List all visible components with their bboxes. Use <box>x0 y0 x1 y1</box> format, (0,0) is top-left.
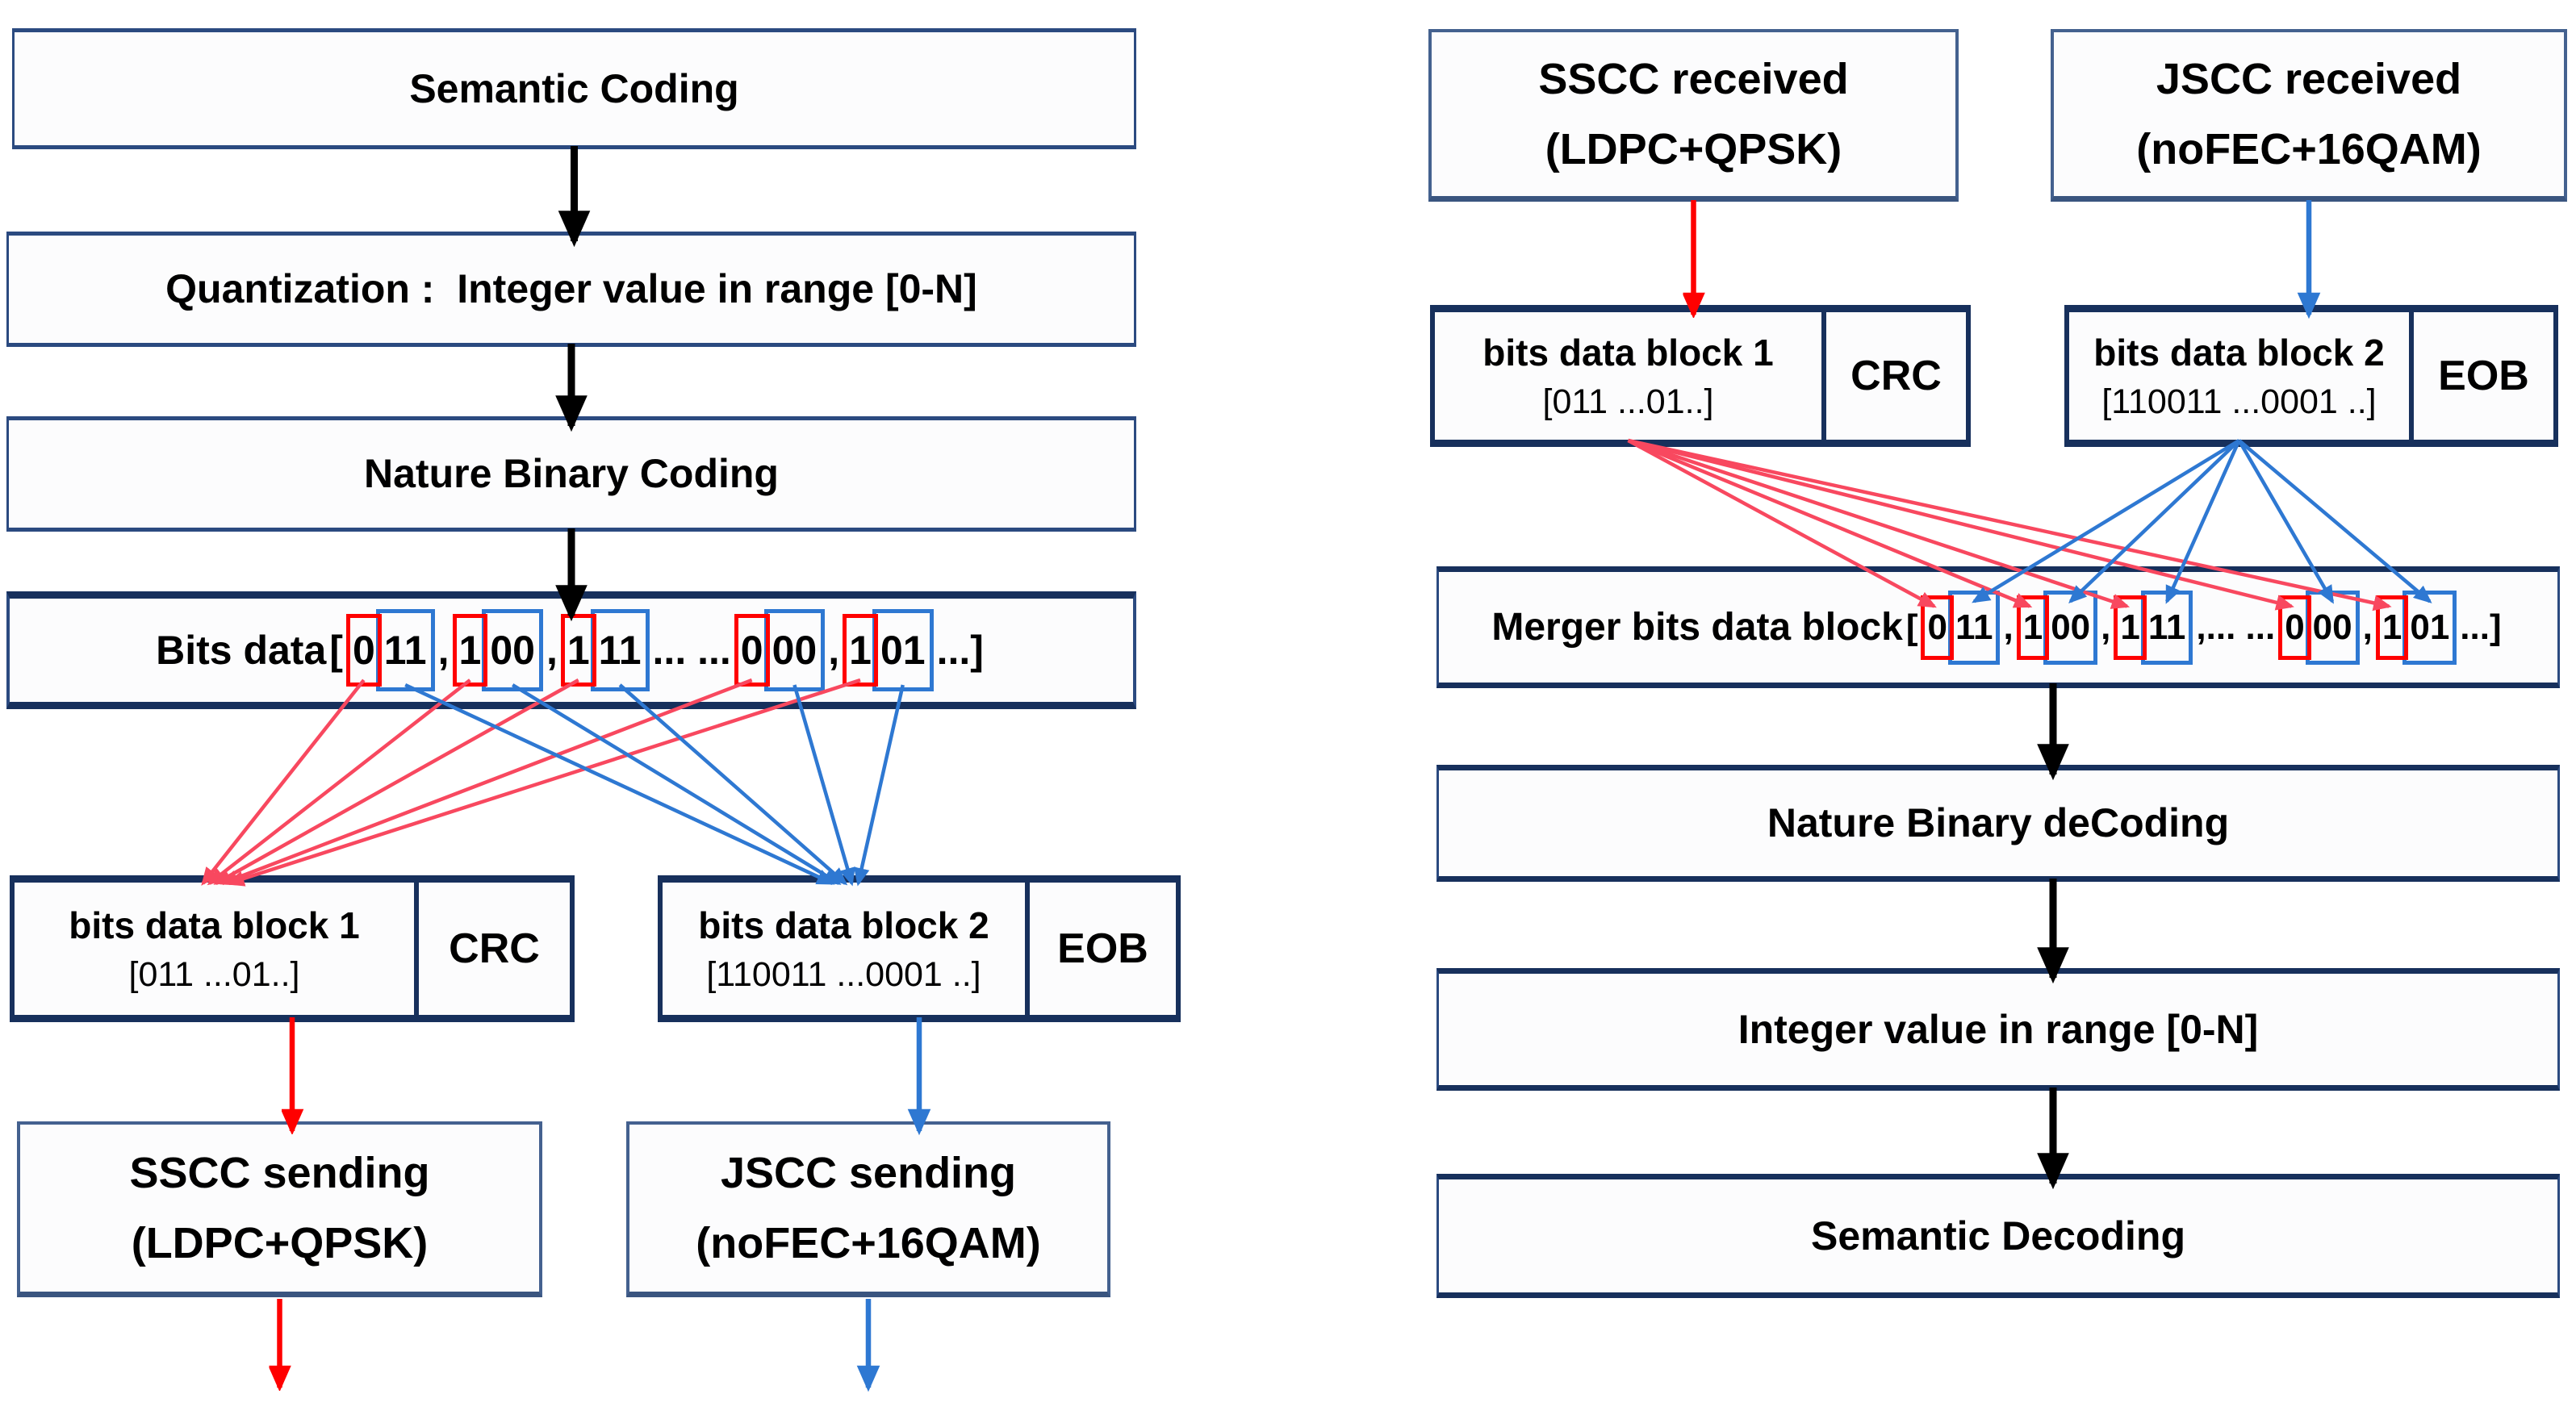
bit-msb-token: 0 <box>2278 595 2311 660</box>
integer-box: Integer value in range [0-N] <box>1436 968 2560 1091</box>
fan-line-blue <box>618 683 848 886</box>
enc-block2: bits data block 2 [110011 ...0001 ..] EO… <box>658 875 1181 1022</box>
bit-msb-token: 1 <box>2375 595 2409 660</box>
block-title: bits data block 1 <box>1482 332 1774 374</box>
semantic-coding-label: Semantic Coding <box>409 65 739 111</box>
fan-line-blue <box>511 683 842 885</box>
dec-block1-main: bits data block 1 [011 ...01..] <box>1435 312 1821 440</box>
block-bits: [110011 ...0001 ..] <box>2101 382 2377 421</box>
fan-line-blue <box>853 684 905 887</box>
jscc-sending-line2: (noFEC+16QAM) <box>696 1218 1041 1267</box>
sscc-sending-box: SSCC sending (LDPC+QPSK) <box>17 1121 542 1297</box>
sscc-received-line1: SSCC received <box>1538 55 1849 104</box>
jscc-sending-box: JSCC sending (noFEC+16QAM) <box>626 1121 1110 1297</box>
nature-binary-coding-label: Nature Binary Coding <box>364 451 779 497</box>
bit-rest-token: 01 <box>2402 590 2457 665</box>
semantic-decoding-label: Semantic Decoding <box>1811 1213 2185 1259</box>
nbd-box: Nature Binary deCoding <box>1436 765 2560 882</box>
quantization-box: Quantization : Integer value in range [0… <box>6 232 1136 347</box>
bit-rest-token: 11 <box>2140 590 2193 665</box>
fan-line-red <box>207 678 471 886</box>
dec-block2-main: bits data block 2 [110011 ...0001 ..] <box>2069 312 2409 440</box>
nbd-label: Nature Binary deCoding <box>1767 800 2230 846</box>
integer-label: Integer value in range [0-N] <box>1738 1006 2259 1052</box>
jscc-received-line1: JSCC received <box>2156 55 2462 104</box>
jscc-sending-line1: JSCC sending <box>720 1149 1017 1198</box>
open-bracket: [ <box>329 628 343 673</box>
bit-msb-token: 0 <box>1921 595 1954 660</box>
enc-block1-main: bits data block 1 [011 ...01..] <box>15 883 414 1015</box>
bit-rest-token: 11 <box>1947 590 2001 665</box>
eob-tag: EOB <box>2409 312 2553 440</box>
crc-tag: CRC <box>414 883 570 1015</box>
block-bits: [110011 ...0001 ..] <box>706 954 981 994</box>
nature-binary-coding-box: Nature Binary Coding <box>6 416 1136 532</box>
block-title: bits data block 1 <box>69 904 360 947</box>
bit-separator: ,... ... <box>2196 607 2276 647</box>
fan-line-blue <box>404 683 835 886</box>
jscc-received-line2: (noFEC+16QAM) <box>2136 124 2482 173</box>
close-bracket: ...] <box>2460 607 2502 647</box>
close-bracket: ...] <box>936 628 984 673</box>
quantization-label: Quantization : Integer value in range [0… <box>165 266 977 312</box>
bit-msb-token: 1 <box>843 614 878 687</box>
merger-label: Merger bits data block <box>1491 606 1903 649</box>
bit-separator: , <box>828 628 840 673</box>
bits-data-label: Bits data <box>156 628 327 673</box>
bit-msb-token: 1 <box>2016 595 2050 660</box>
bit-separator: , <box>437 628 450 673</box>
bit-rest-token: 11 <box>590 609 650 691</box>
semantic-coding-box: Semantic Coding <box>12 28 1136 149</box>
bit-rest-token: 00 <box>763 609 826 691</box>
crc-tag: CRC <box>1821 312 1966 440</box>
dec-block2: bits data block 2 [110011 ...0001 ..] EO… <box>2064 305 2558 447</box>
bit-msb-token: 1 <box>452 614 488 687</box>
block-bits: [011 ...01..] <box>128 954 300 994</box>
semantic-decoding-box: Semantic Decoding <box>1436 1174 2560 1298</box>
fan-line-red <box>213 678 579 885</box>
dec-block1: bits data block 1 [011 ...01..] CRC <box>1430 305 1971 447</box>
bit-rest-token: 00 <box>2043 590 2098 665</box>
block-bits: [011 ...01..] <box>1542 382 1714 421</box>
bit-rest-token: 01 <box>872 609 934 691</box>
fan-line-red <box>201 678 366 886</box>
eob-tag: EOB <box>1025 883 1176 1015</box>
open-bracket: [ <box>1905 607 1918 647</box>
fan-line-blue <box>792 684 855 887</box>
fan-line-red <box>226 678 861 887</box>
jscc-received-box: JSCC received (noFEC+16QAM) <box>2051 29 2567 202</box>
bit-separator: , <box>2003 607 2014 647</box>
fan-line-red <box>220 678 753 886</box>
bit-msb-token: 1 <box>2114 595 2147 660</box>
bit-msb-token: 0 <box>734 614 770 687</box>
bit-msb-token: 0 <box>345 614 382 687</box>
sscc-sending-line2: (LDPC+QPSK) <box>131 1218 429 1267</box>
bit-rest-token: 00 <box>482 609 543 691</box>
bit-separator: , <box>2101 607 2111 647</box>
bit-rest-token: 00 <box>2305 590 2360 665</box>
bit-separator: , <box>546 628 558 673</box>
block-title: bits data block 2 <box>2093 332 2385 374</box>
sscc-received-box: SSCC received (LDPC+QPSK) <box>1428 29 1959 202</box>
sscc-received-line2: (LDPC+QPSK) <box>1545 124 1842 173</box>
sscc-sending-line1: SSCC sending <box>129 1149 430 1198</box>
enc-block2-main: bits data block 2 [110011 ...0001 ..] <box>663 883 1025 1015</box>
bit-msb-token: 1 <box>560 614 596 687</box>
block-title: bits data block 2 <box>698 904 989 947</box>
bit-rest-token: 11 <box>375 609 435 691</box>
bit-separator: , <box>2362 607 2373 647</box>
enc-block1: bits data block 1 [011 ...01..] CRC <box>10 875 575 1022</box>
bit-separator: ... ... <box>652 628 731 673</box>
